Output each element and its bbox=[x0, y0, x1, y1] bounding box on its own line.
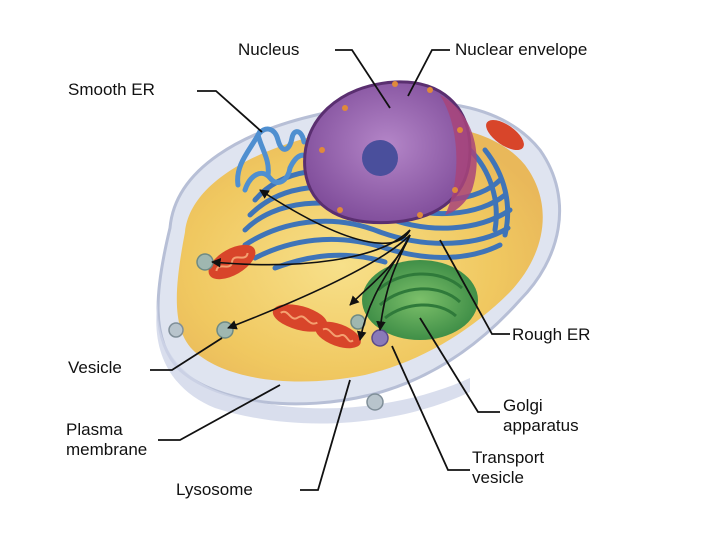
label-nuclear-envelope: Nuclear envelope bbox=[455, 40, 588, 59]
nucleus-leader bbox=[335, 49, 391, 109]
label-rough-er: Rough ER bbox=[512, 325, 591, 344]
golgi-leader bbox=[419, 317, 500, 413]
leader-lines bbox=[150, 49, 510, 491]
plasma-membrane-leader bbox=[158, 384, 281, 441]
label-plasma-membrane-line2: membrane bbox=[66, 440, 148, 459]
label-vesicle: Vesicle bbox=[68, 358, 122, 377]
transport-vesicle-leader bbox=[391, 345, 470, 471]
smooth-er-leader bbox=[197, 90, 263, 133]
transport-arrows bbox=[211, 189, 411, 341]
nuclear-envelope-leader bbox=[407, 49, 450, 97]
label-plasma-membrane-line1: Plasma bbox=[66, 420, 123, 439]
label-golgi-apparatus: Golgi apparatus bbox=[503, 396, 579, 436]
vesicles-shape bbox=[168, 253, 389, 411]
label-plasma-membrane: Plasma membrane bbox=[66, 420, 147, 460]
rough-er-leader bbox=[439, 239, 510, 335]
label-transport-vesicle: Transport vesicle bbox=[472, 448, 544, 488]
label-lysosome: Lysosome bbox=[176, 480, 253, 499]
vesicle-leader bbox=[150, 337, 223, 371]
lysosome-leader bbox=[300, 379, 351, 491]
label-transport-line1: Transport bbox=[472, 448, 545, 467]
nucleus-shape bbox=[303, 80, 477, 225]
label-golgi-line1: Golgi bbox=[503, 396, 543, 415]
label-nucleus: Nucleus bbox=[238, 40, 300, 59]
golgi-shape bbox=[362, 260, 478, 340]
label-transport-line2: vesicle bbox=[472, 468, 524, 487]
label-smooth-er: Smooth ER bbox=[68, 80, 155, 99]
label-golgi-line2: apparatus bbox=[503, 416, 579, 435]
nucleolus-shape bbox=[362, 140, 398, 176]
